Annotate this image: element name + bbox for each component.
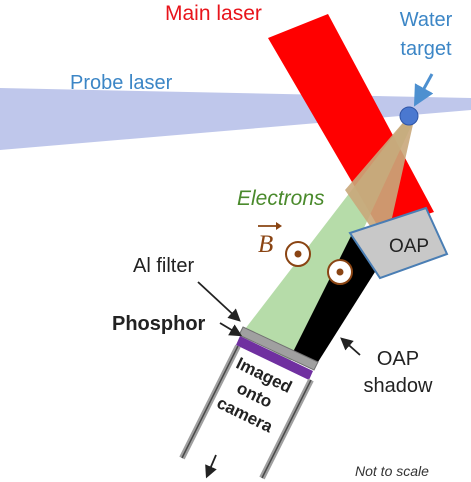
main-laser-label: Main laser	[165, 2, 262, 25]
oap-shadow-label-line1: OAP	[377, 348, 419, 370]
camera-arrow-icon	[205, 454, 217, 479]
oap-shadow-region	[290, 234, 380, 362]
not-to-scale-label: Not to scale	[355, 463, 429, 479]
phosphor-arrow-icon	[219, 322, 243, 337]
oap-shadow-label-line2: shadow	[364, 375, 433, 397]
water-target-arrow-icon	[413, 73, 434, 107]
al-filter-label: Al filter	[133, 255, 194, 277]
camera-tube-right-wall-edge	[261, 379, 312, 479]
b-field-label: B	[258, 222, 282, 258]
phosphor-screen	[236, 336, 313, 380]
probe-laser-label: Probe laser	[70, 72, 173, 94]
electrons-label: Electrons	[237, 187, 325, 210]
b-field-out-of-page-icon	[327, 259, 353, 285]
b-field-out-of-page-icon	[285, 241, 311, 267]
phosphor-label: Phosphor	[112, 313, 206, 335]
oap-shadow-arrow-icon	[340, 337, 361, 356]
al-filter-arrow-icon	[197, 281, 241, 322]
water-droplet-icon	[399, 106, 419, 126]
svg-text:B: B	[258, 231, 273, 258]
camera-tube-left-wall-edge	[181, 345, 239, 459]
oap-label: OAP	[389, 236, 429, 257]
water-target-label-line1: Water	[400, 9, 453, 31]
beam-overlap	[345, 118, 414, 226]
water-target-label-line2: target	[400, 38, 452, 60]
oap-mirror	[348, 206, 449, 280]
